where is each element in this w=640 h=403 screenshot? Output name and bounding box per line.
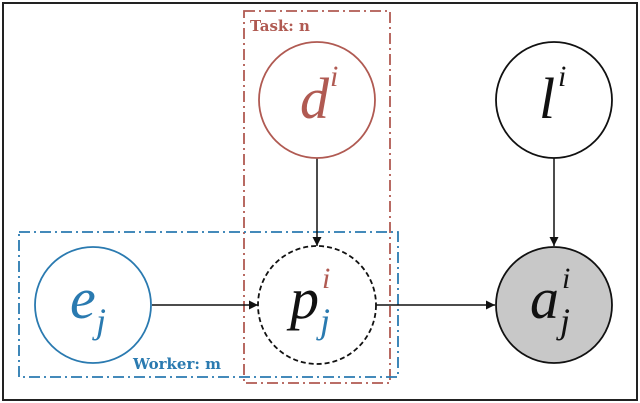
node-d-circle [258, 41, 376, 159]
node-l-symbol: l [539, 66, 555, 131]
task-plate [243, 10, 391, 384]
node-a-symbol: a [530, 266, 559, 331]
node-a-superscript: i [562, 262, 570, 295]
node-d-symbol: d [300, 66, 330, 131]
node-p: p i j [257, 245, 377, 365]
worker-plate-label: Worker: m [132, 355, 221, 373]
node-a-subscript: j [556, 301, 570, 341]
node-a-circle [495, 246, 613, 364]
node-l: l i [495, 41, 613, 159]
node-e: e j [34, 246, 152, 364]
node-l-superscript: i [558, 60, 566, 93]
node-d: d i [258, 41, 376, 159]
node-p-circle [257, 245, 377, 365]
node-e-circle [34, 246, 152, 364]
node-l-circle [495, 41, 613, 159]
node-e-symbol: e [70, 266, 96, 331]
node-a: a i j [495, 246, 613, 364]
node-p-symbol: p [286, 266, 319, 331]
node-p-subscript: j [316, 301, 330, 341]
node-e-subscript: j [92, 301, 106, 341]
task-plate-label: Task: n [250, 17, 310, 35]
node-d-superscript: i [330, 60, 338, 93]
node-p-superscript: i [322, 262, 330, 295]
